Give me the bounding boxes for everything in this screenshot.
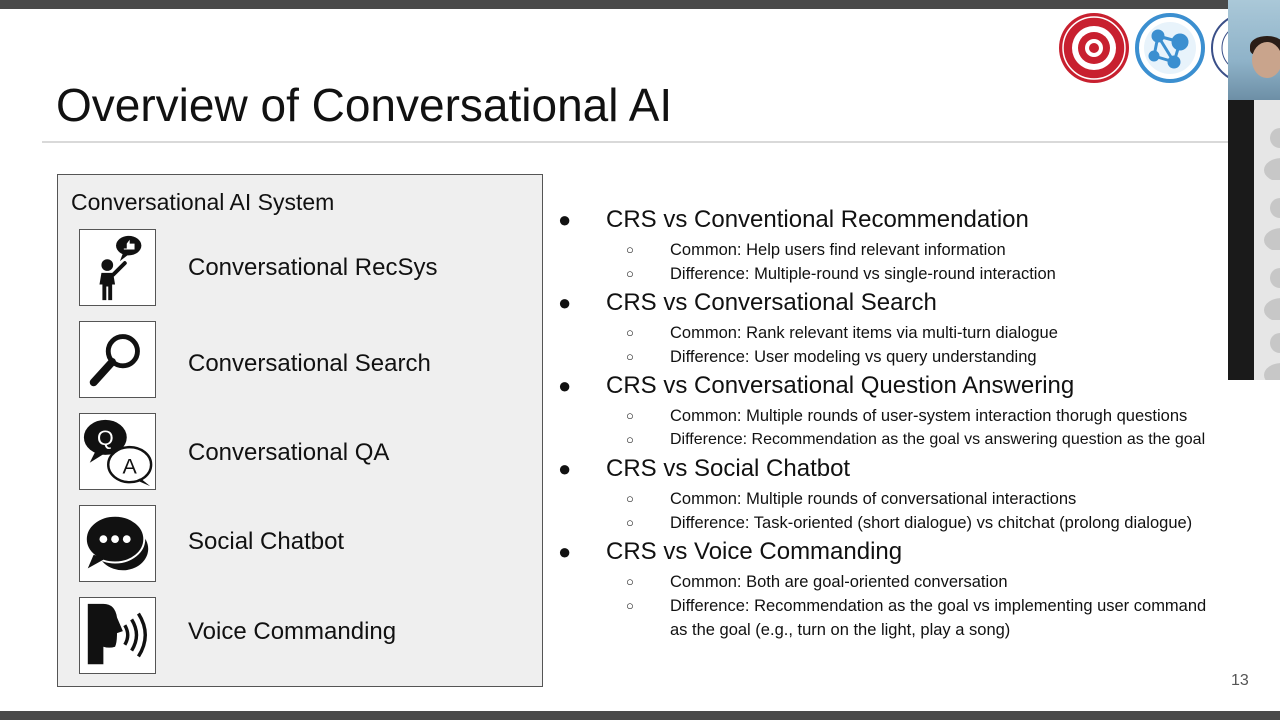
participant-avatar-icon	[1264, 198, 1280, 250]
page-number: 13	[1231, 672, 1249, 689]
rutgers-seal-logo	[1058, 12, 1130, 84]
presenter-face	[1252, 42, 1280, 78]
bullet-circle: ○	[626, 266, 634, 281]
participant-avatar-icon	[1264, 333, 1280, 380]
item-label-conversational-qa: Conversational QA	[188, 439, 390, 466]
participant-avatar-icon	[1264, 268, 1280, 320]
item-label-conversational-recsys: Conversational RecSys	[188, 254, 438, 281]
person-thumbs-up-icon	[79, 229, 156, 306]
bullet-circle: ○	[626, 574, 634, 589]
network-globe-logo	[1134, 12, 1206, 84]
title-divider	[42, 141, 1228, 143]
conversational-ai-system-panel: Conversational AI System Conversational …	[57, 174, 543, 687]
slide-title: Overview of Conversational AI	[56, 79, 673, 131]
participant-avatar-icon	[1264, 128, 1280, 180]
video-participants-strip	[1228, 0, 1280, 380]
item-label-conversational-search: Conversational Search	[188, 350, 431, 377]
bullet-circle: ○	[626, 325, 634, 340]
panel-title: Conversational AI System	[71, 189, 335, 215]
bullet-circle: ○	[626, 598, 634, 613]
bullet-circle: ○	[626, 491, 634, 506]
bullet-circle: ○	[626, 515, 634, 530]
svg-text:Q: Q	[97, 426, 114, 450]
svg-text:A: A	[123, 454, 138, 478]
item-label-social-chatbot: Social Chatbot	[188, 528, 345, 555]
university-seal-logo	[1210, 12, 1230, 84]
bullet-circle: ○	[626, 432, 634, 447]
magnifier-icon	[79, 321, 156, 398]
top-bar	[0, 0, 1280, 9]
bullet-dot: ●	[558, 290, 572, 315]
participant-tiles	[1254, 100, 1280, 380]
bullet-dot: ●	[558, 373, 572, 398]
bullet-dot: ●	[558, 456, 572, 481]
bottom-bar	[0, 711, 1280, 720]
bullet-dot: ●	[558, 207, 572, 232]
speaking-head-icon	[79, 597, 156, 674]
bullet-circle: ○	[626, 349, 634, 364]
item-label-voice-commanding: Voice Commanding	[188, 618, 397, 645]
qa-bubbles-icon: Q A	[79, 413, 156, 490]
bullet-circle: ○	[626, 242, 634, 257]
webcam-video-tile	[1228, 0, 1280, 100]
chat-bubbles-icon	[79, 505, 156, 582]
bullet-dot: ●	[558, 539, 572, 564]
bullet-circle: ○	[626, 408, 634, 423]
